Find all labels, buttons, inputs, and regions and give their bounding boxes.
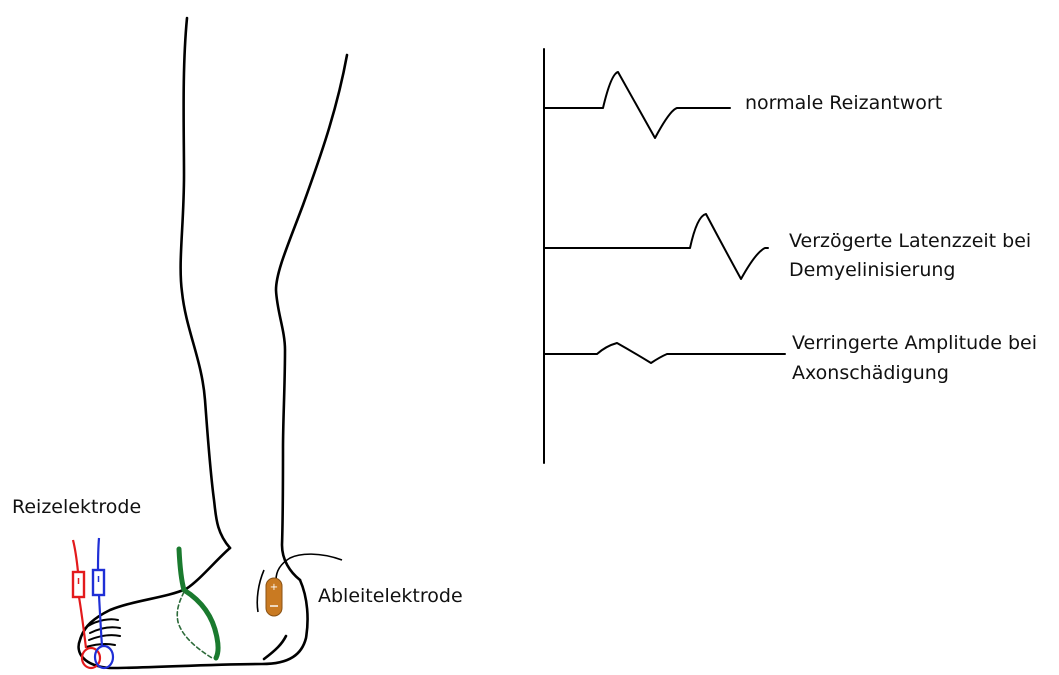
- recording-electrode-label: Ableitelektrode: [318, 583, 463, 610]
- anode-connector: [73, 572, 84, 597]
- stimulus-electrode-label: Reizelektrode: [12, 494, 141, 521]
- recording-wire-loop: [257, 570, 264, 612]
- leg-front-line: [276, 55, 347, 580]
- trace-normal: [544, 72, 730, 138]
- nerve-hidden-dashed: [177, 592, 212, 658]
- normal-response-label: normale Reizantwort: [745, 90, 942, 117]
- cathode-ring: [95, 646, 113, 668]
- toe-line: [90, 627, 120, 633]
- leg-outline: [79, 18, 347, 668]
- heel-detail: [264, 636, 286, 659]
- cathode-connector: [93, 570, 104, 595]
- trace-reduced-amplitude: [544, 343, 785, 363]
- toe-line: [89, 635, 120, 640]
- recording-wire: [276, 554, 342, 580]
- reduced-amplitude-label-line1: Verringerte Amplitude bei: [792, 330, 1037, 357]
- toes: [86, 619, 120, 647]
- delayed-latency-label-line1: Verzögerte Latenzzeit bei: [789, 228, 1031, 255]
- reduced-amplitude-label-line2: Axonschädigung: [792, 360, 949, 387]
- delayed-latency-label-line2: Demyelinisierung: [789, 257, 955, 284]
- stimulus-anode: [73, 540, 100, 668]
- trace-delayed-latency: [544, 214, 768, 279]
- anode-wire: [73, 540, 78, 572]
- leg-back-line: [181, 18, 230, 548]
- recording-plus: +: [270, 582, 278, 593]
- cathode-wire: [98, 538, 99, 570]
